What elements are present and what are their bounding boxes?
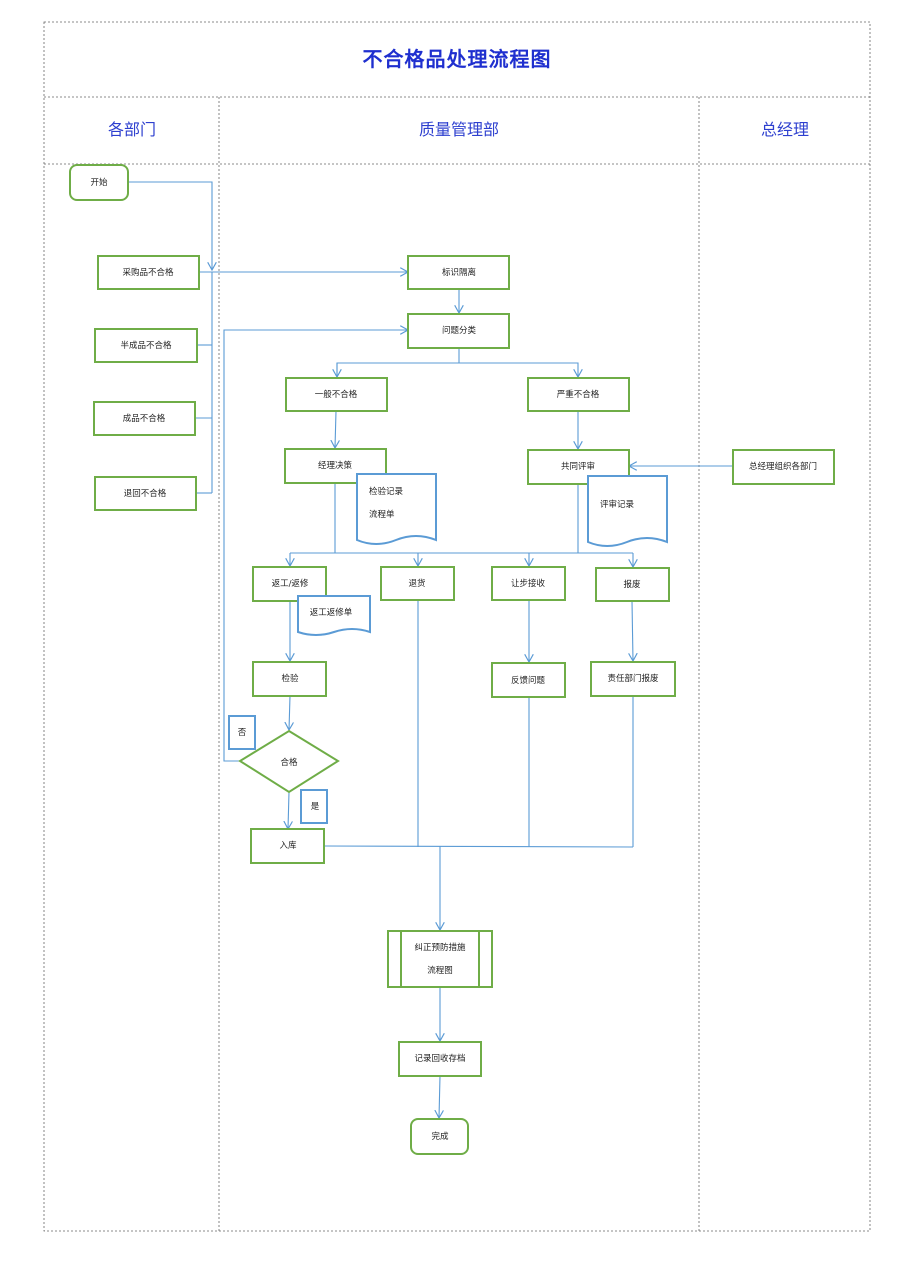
feedback-box — [491, 662, 566, 698]
process-boxes — [69, 164, 835, 1155]
rework-sheet-doc — [297, 595, 371, 636]
inspect-box — [252, 661, 327, 697]
record-archive-box — [398, 1041, 482, 1077]
no-tag — [228, 715, 256, 750]
general-box — [285, 377, 388, 412]
corrective-box — [387, 930, 493, 988]
start-node — [69, 164, 129, 201]
resp-scrap-box — [590, 661, 676, 697]
qualified-diamond — [238, 729, 340, 794]
concession-box — [491, 566, 566, 601]
rework-box — [252, 566, 327, 602]
purchase-box — [97, 255, 200, 290]
review-record-doc — [587, 475, 668, 547]
stock-in-box — [250, 828, 325, 864]
returned-box — [94, 476, 197, 511]
yes-tag — [300, 789, 328, 824]
decision-tags — [228, 715, 328, 824]
inspect-record-doc — [356, 473, 437, 545]
connectors — [128, 181, 733, 1118]
document-shapes — [297, 473, 668, 636]
gm-org-box — [732, 449, 835, 485]
finished-box — [93, 401, 196, 436]
classify-box — [407, 313, 510, 349]
return-goods-box — [380, 566, 455, 601]
lane-grid — [43, 21, 871, 1232]
semi-box — [94, 328, 198, 363]
scrap-box — [595, 567, 670, 602]
corrective-inner-bars — [400, 931, 480, 987]
done-node — [410, 1118, 469, 1155]
identify-box — [407, 255, 510, 290]
serious-box — [527, 377, 630, 412]
